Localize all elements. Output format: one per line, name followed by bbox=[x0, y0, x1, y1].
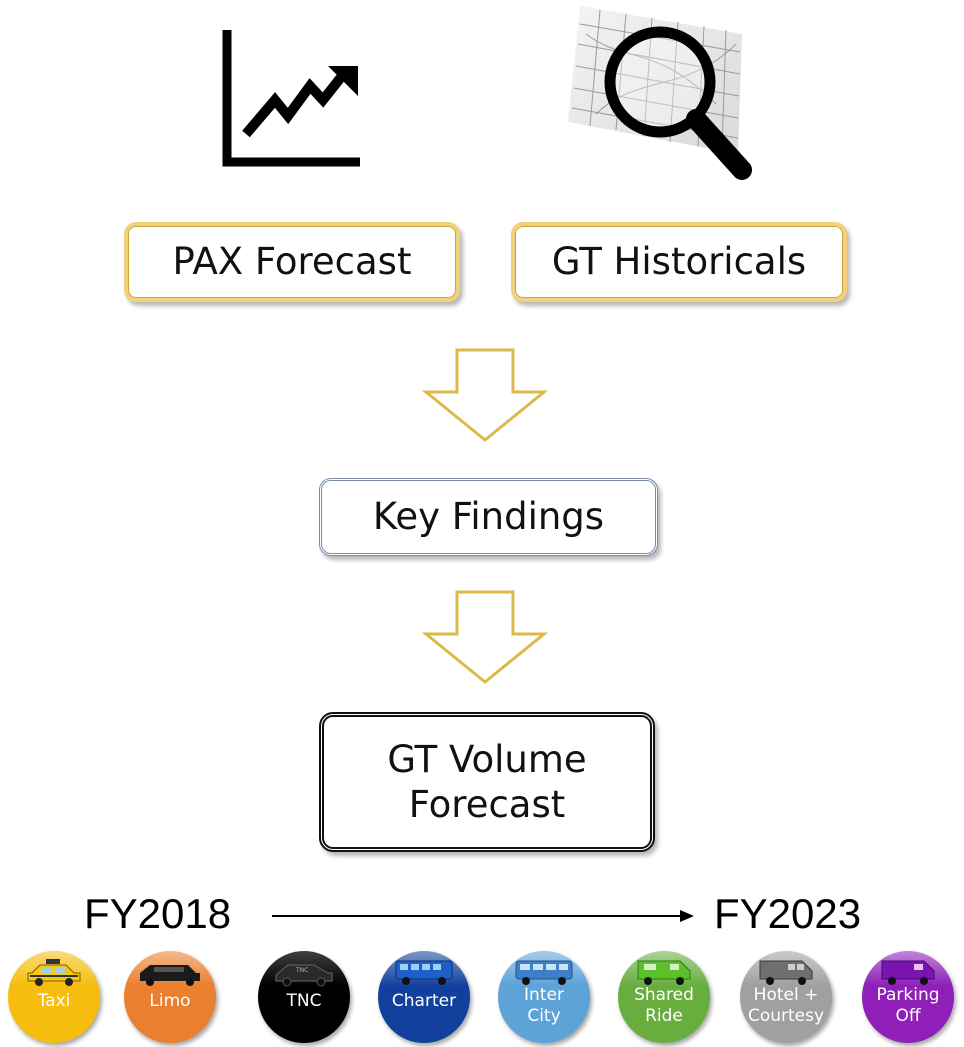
mode-label: TNC bbox=[286, 991, 322, 1011]
gt-volume-forecast-box: GT Volume Forecast bbox=[319, 712, 655, 852]
gt-historicals-box: GT Historicals bbox=[511, 222, 847, 302]
mode-label: Taxi bbox=[37, 991, 71, 1011]
pax-forecast-label: PAX Forecast bbox=[172, 240, 412, 284]
mode-label: Charter bbox=[391, 991, 457, 1011]
mode-limo: Limo bbox=[124, 951, 216, 1043]
key-findings-label: Key Findings bbox=[372, 495, 605, 539]
mode-tnc: TNC TNC bbox=[258, 951, 350, 1043]
gt-historicals-label: GT Historicals bbox=[551, 240, 807, 284]
map-magnifier-icon bbox=[568, 6, 752, 180]
mode-label: Limo bbox=[149, 991, 191, 1011]
timeline-start-label: FY2018 bbox=[84, 890, 232, 937]
courtesy-van-icon bbox=[759, 960, 813, 985]
mode-charter: Charter bbox=[378, 951, 470, 1043]
shuttle-van-icon bbox=[637, 960, 691, 985]
car-icon: TNC bbox=[275, 964, 333, 987]
mode-taxi: Taxi bbox=[8, 951, 100, 1043]
timeline-end-label: FY2023 bbox=[714, 890, 862, 937]
parking-van-icon bbox=[881, 960, 935, 985]
line-chart-icon bbox=[222, 30, 360, 167]
key-findings-box: Key Findings bbox=[319, 478, 658, 556]
intercity-bus-icon bbox=[515, 960, 573, 985]
taxi-icon bbox=[27, 959, 81, 986]
pax-forecast-box: PAX Forecast bbox=[124, 222, 460, 302]
timeline-arrow bbox=[272, 910, 694, 922]
limo-icon bbox=[140, 965, 200, 986]
mode-hotel-courtesy: Hotel +Courtesy bbox=[740, 951, 832, 1043]
bus-icon bbox=[395, 960, 453, 985]
down-arrow-icon bbox=[421, 590, 549, 684]
svg-text:TNC: TNC bbox=[295, 967, 308, 974]
gt-volume-forecast-line1: GT Volume bbox=[387, 737, 587, 781]
down-arrow-icon bbox=[421, 348, 549, 442]
mode-label: Hotel +Courtesy bbox=[747, 985, 825, 1026]
gt-volume-forecast-line2: Forecast bbox=[408, 783, 566, 826]
